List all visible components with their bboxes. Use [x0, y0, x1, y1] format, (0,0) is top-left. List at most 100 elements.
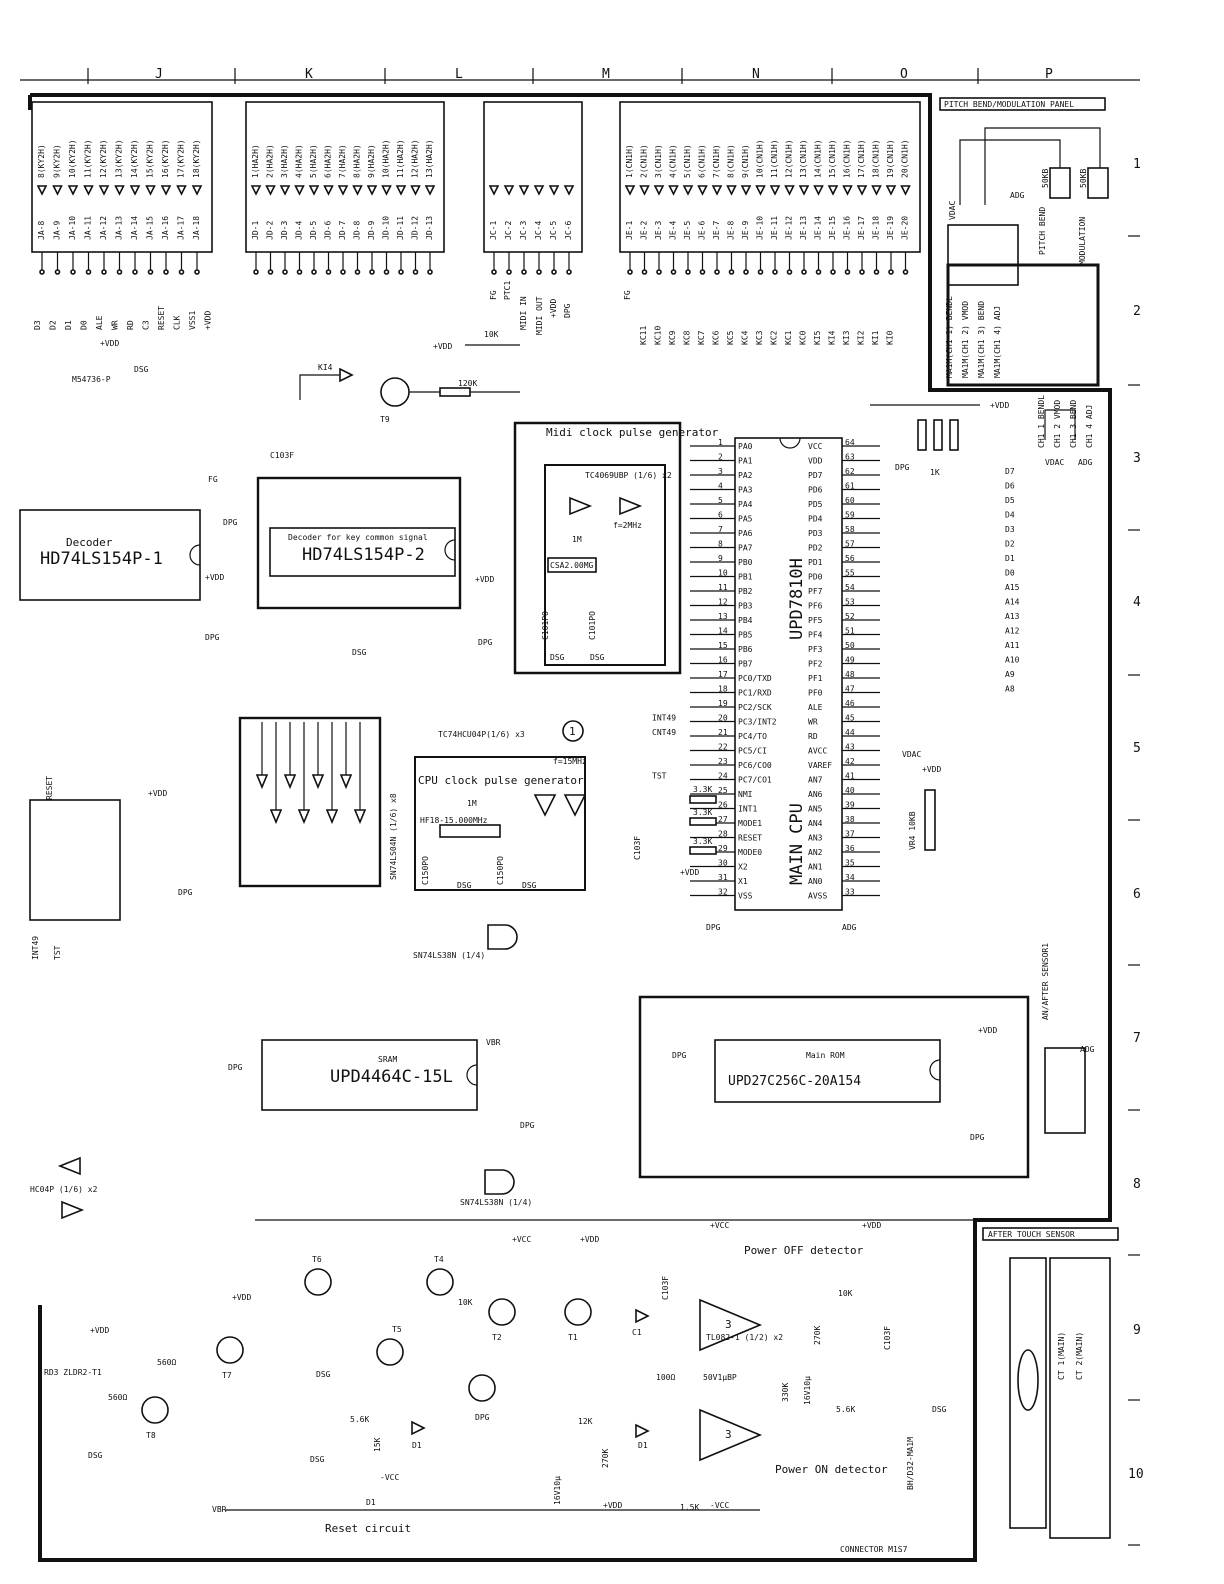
after-touch-panel: AFTER TOUCH SENSOR CT 1(MAIN)CT 2(MAIN) — [982, 1227, 1119, 1539]
column-ruler: J K L M N O P — [20, 67, 1140, 84]
top-left-signal-2: D1 — [64, 320, 73, 330]
ki4-label: KI4 — [318, 363, 333, 372]
jd-top-5: 6(HA2H) — [324, 144, 333, 178]
kc-signal-10: KC1 — [784, 330, 793, 345]
cpu-right-pin-25: AN5 — [808, 805, 823, 814]
ja-diode-5 — [114, 185, 125, 196]
je-top-13: 14(CN1H) — [814, 139, 823, 178]
ja-label-10: JA-18 — [192, 216, 201, 240]
t6-label: T6 — [312, 1255, 322, 1264]
r120k-label: 120K — [458, 379, 477, 388]
column-label-n: N — [752, 67, 760, 82]
jd-top-1: 2(HA2H) — [266, 144, 275, 178]
tst-left: TST — [53, 945, 62, 960]
ja-label-6: JA-14 — [130, 216, 139, 240]
r10k-pwr: 10K — [458, 1298, 473, 1307]
cpu-right-net-9: D0 — [1005, 569, 1015, 578]
cpu-left-num-16: 17 — [718, 670, 728, 679]
cpu-right-pin-12: PF5 — [808, 616, 823, 625]
cpu-right-net-7: D2 — [1005, 540, 1015, 549]
decoder-2-vdd: +VDD — [475, 575, 494, 584]
vdd-label-jc: +VDD — [549, 299, 558, 318]
connector-label: CONNECTOR M1S7 — [840, 1545, 908, 1554]
opamp-off-3: 3 — [725, 1318, 732, 1331]
r5-6k-b: 5.6K — [350, 1415, 369, 1424]
kc-signal-6: KC5 — [726, 330, 735, 345]
je-top-11: 12(CN1H) — [785, 139, 794, 178]
c1-diode — [635, 1308, 650, 1324]
c101p-midi-b: C101PO — [588, 611, 597, 640]
cpu-right-pin-10: PF7 — [808, 587, 823, 596]
jd-diode-2 — [279, 185, 291, 196]
vdac-right: VDAC — [1045, 458, 1064, 467]
ja-label-5: JA-13 — [115, 216, 124, 240]
rom-part: UPD27C256C-20A154 — [728, 1074, 861, 1089]
ja-top-6: 14(KY2H) — [130, 139, 139, 178]
je-diode-7 — [726, 185, 737, 196]
cpu-left-pin-13: PB5 — [738, 631, 753, 640]
cpu-vdd-an: +VDD — [922, 765, 941, 774]
jd-label-10: JD-11 — [396, 216, 405, 240]
jc-diode-2 — [518, 185, 530, 196]
column-label-j: J — [155, 67, 163, 82]
jd-diode-7 — [352, 185, 363, 196]
cpu-left-pin-30: X1 — [738, 877, 748, 886]
cpu-left-num-26: 27 — [718, 815, 728, 824]
je-node-1 — [641, 269, 648, 275]
cpu-right-net-3: D6 — [1005, 482, 1015, 491]
r1-5k: 1.5K — [680, 1503, 699, 1512]
ja-label-1: JA-9 — [53, 221, 62, 240]
cpu-right-num-28: 36 — [845, 844, 855, 853]
cpu-left-pin-2: PA2 — [738, 471, 753, 480]
cpu-left-pin-29: X2 — [738, 863, 748, 872]
cpu-left-pin-18: PC2/SCK — [738, 703, 772, 712]
jd-diode-1 — [265, 185, 276, 196]
dpg-label-jc: DPG — [563, 303, 572, 318]
buffer-bank: SN74LS04N (1/6) x8 — [238, 716, 398, 888]
je-node-19 — [902, 269, 909, 275]
ja-diode-3 — [83, 185, 94, 196]
cpu-left-pin-0: PA0 — [738, 442, 753, 451]
t9-circuit: KI4 T9 120K — [299, 363, 520, 424]
jd-diode-8 — [366, 185, 378, 196]
callout-1 — [562, 720, 584, 742]
dsg-pwr-a: DSG — [316, 1370, 331, 1379]
je-diode-19 — [900, 185, 911, 196]
je-top-3: 4(CN1H) — [669, 144, 678, 178]
vcc-top-1: +VCC — [710, 1221, 729, 1230]
je-top-19: 20(CN1H) — [901, 139, 910, 178]
kc-signal-12: KI5 — [813, 330, 822, 345]
t3-transistor — [468, 1374, 496, 1402]
cpu-left-pin-25: INT1 — [738, 805, 757, 814]
cpu-right-pin-20: RD — [808, 732, 818, 741]
diode-bank-ja: JA-88(KY2H)JA-99(KY2H)JA-1010(KY2H)JA-11… — [31, 101, 213, 275]
adg-cpu: ADG — [842, 923, 857, 932]
cpu-left-pin-15: PB7 — [738, 660, 753, 669]
jc-label-2: JC-3 — [519, 221, 528, 240]
jd-node-9 — [383, 269, 390, 275]
cpu-right-num-26: 38 — [845, 815, 855, 824]
cpu-right-pin-4: PD5 — [808, 500, 823, 509]
m54736-label: M54736-P — [72, 375, 111, 384]
je-label-2: JE-3 — [654, 221, 663, 240]
cpu-clock-generator: TC74HCU04P(1/6) x3 1 CPU clock pulse gen… — [414, 720, 587, 891]
dsg-pwr-d: DSG — [932, 1405, 947, 1414]
top-left-signal-7: C3 — [142, 320, 151, 330]
kc-signal-0: KC11 — [639, 326, 648, 345]
cpu-right-num-3: 61 — [845, 482, 855, 491]
cpu-left-pin-17: PC1/RXD — [738, 689, 772, 698]
cpu-right-pin-6: PD3 — [808, 529, 823, 538]
cpu-right-pin-1: VDD — [808, 457, 823, 466]
cpu-right-num-4: 60 — [845, 496, 855, 505]
je-node-8 — [743, 269, 749, 275]
cpu-left-num-29: 30 — [718, 859, 728, 868]
cpu-right-num-6: 58 — [845, 525, 855, 534]
callout-1-text: 1 — [569, 725, 576, 738]
top-left-signal-9: CLK — [173, 315, 182, 330]
c50v: 50V1μBP — [703, 1373, 737, 1382]
xtal-cpu — [439, 824, 501, 838]
je-node-6 — [714, 269, 720, 275]
after-touch-title: AFTER TOUCH SENSOR — [988, 1230, 1075, 1239]
diode-bank-je: JE-11(CN1H)JE-22(CN1H)JE-33(CN1H)JE-44(C… — [619, 101, 921, 275]
jc-node-3 — [536, 269, 542, 275]
